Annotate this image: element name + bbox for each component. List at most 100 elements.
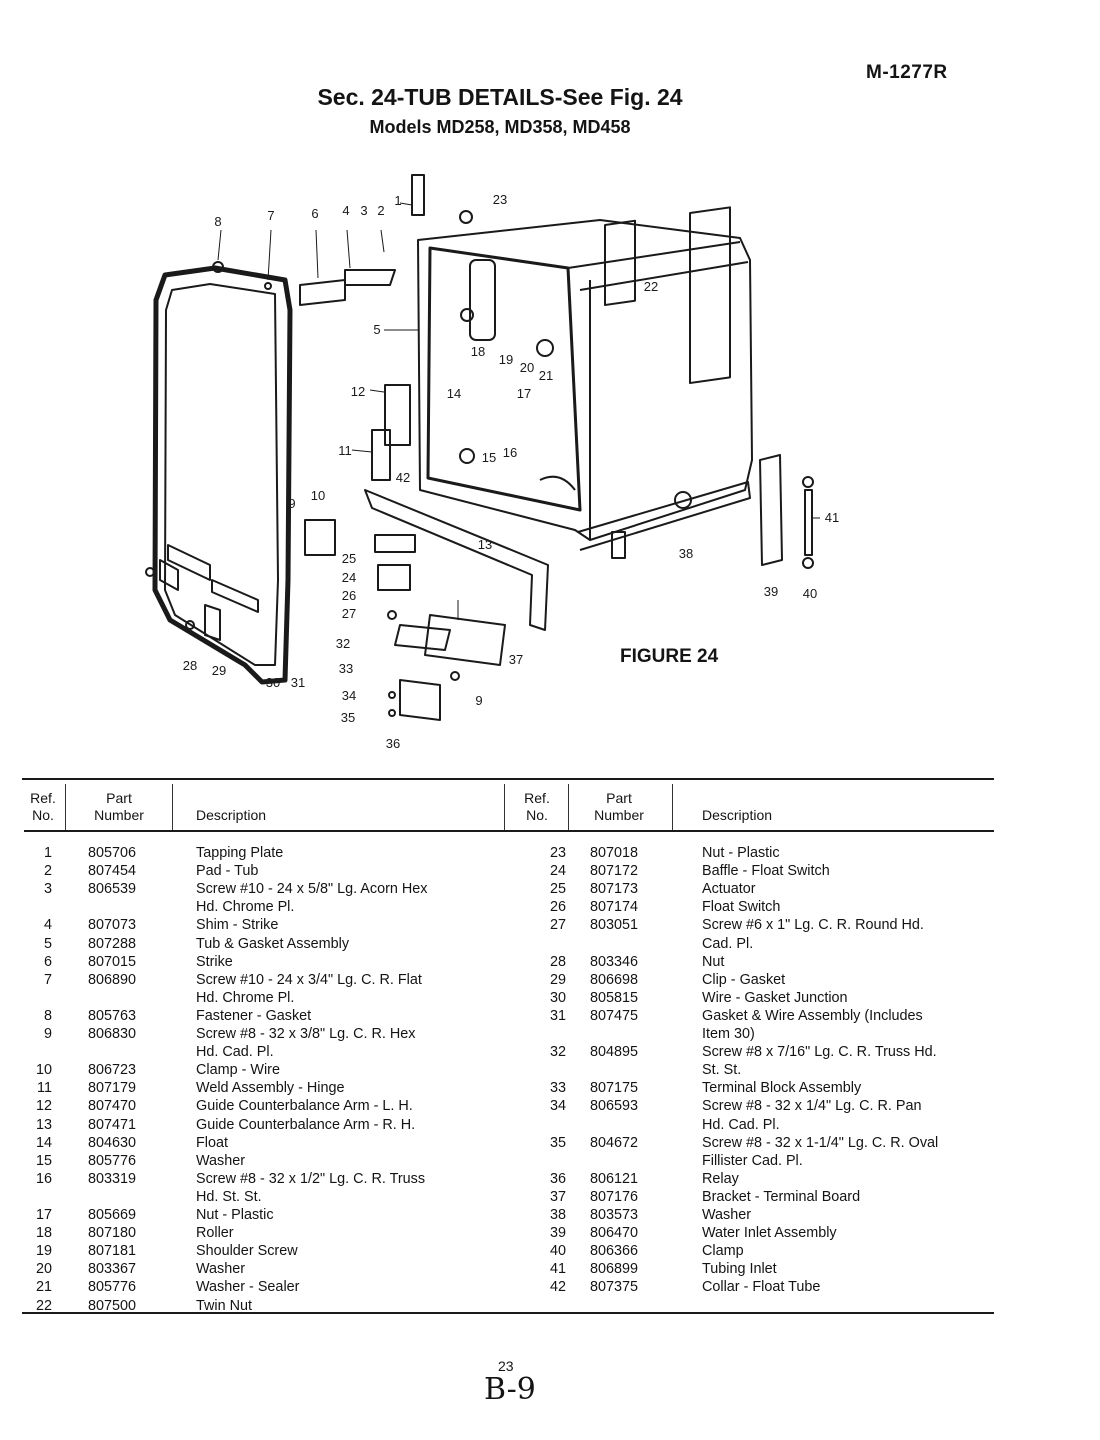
part-number: 803573 (590, 1207, 639, 1223)
ref-number: 42 (549, 1279, 566, 1296)
part-number: 807454 (88, 863, 137, 880)
col-divider (65, 784, 67, 830)
ref-number: 9 (43, 1026, 52, 1042)
ref-number: 23 (549, 845, 566, 861)
part-description: Clamp - Wire (196, 1062, 280, 1079)
page-subtitle: Models MD258, MD358, MD458 (369, 117, 631, 137)
svg-text:35: 35 (341, 710, 355, 725)
ref-number: 34 (549, 1098, 566, 1115)
part-number: 807180 (88, 1225, 137, 1242)
part-number: 807015 (88, 953, 137, 970)
part-number: 806366 (590, 1243, 639, 1260)
header-part-line1: Part (606, 790, 632, 806)
ref-number: 32 (549, 1044, 566, 1061)
part-number: 807181 (88, 1243, 137, 1260)
part-number: 804672 (590, 1134, 639, 1151)
col-divider (672, 784, 674, 830)
ref-number: 10 (35, 1062, 52, 1079)
col-divider (172, 784, 174, 830)
part-description: Terminal Block Assembly (702, 1080, 862, 1097)
part-description: Hd. St. St. (196, 1188, 262, 1205)
svg-text:38: 38 (679, 546, 693, 561)
svg-text:41: 41 (825, 510, 839, 525)
header-ref-line2: No. (526, 807, 548, 823)
ref-number: 27 (549, 917, 566, 934)
svg-text:1: 1 (394, 193, 401, 208)
part-description: Collar - Float Tube (702, 1279, 821, 1296)
svg-text:15: 15 (482, 450, 496, 465)
part-number: 806539 (88, 881, 137, 898)
part-number: 807176 (590, 1188, 639, 1205)
part-description: Fastener - Gasket (196, 1007, 312, 1024)
part-description: Screw #8 - 32 x 3/8" Lg. C. R. Hex (196, 1026, 416, 1042)
ref-number: 25 (549, 881, 566, 898)
ref-number: 11 (37, 1080, 52, 1097)
ref-number: 13 (35, 1116, 52, 1133)
page-number: 23 (498, 1358, 514, 1374)
svg-text:39: 39 (764, 584, 778, 599)
svg-text:9: 9 (475, 693, 482, 708)
part-description: Pad - Tub (196, 863, 259, 880)
ref-number: 33 (549, 1080, 566, 1097)
svg-text:11: 11 (338, 443, 352, 458)
part-description: Fillister Cad. Pl. (702, 1152, 803, 1169)
part-description: Wire - Gasket Junction (702, 989, 848, 1006)
part-number: 807172 (590, 863, 639, 880)
ref-number: 26 (549, 899, 566, 916)
part-description: Hd. Chrome Pl. (196, 989, 295, 1006)
header-part-line1: Part (106, 790, 132, 806)
part-number: 806593 (590, 1098, 639, 1115)
ref-number: 1 (43, 845, 52, 861)
table-top-rule (22, 778, 994, 780)
part-number: 806899 (590, 1261, 639, 1278)
svg-text:29: 29 (212, 663, 226, 678)
part-number: 805669 (88, 1207, 137, 1223)
svg-text:30: 30 (266, 675, 280, 690)
part-description: Washer (196, 1152, 246, 1169)
exploded-parts-diagram: 8 7 6 4 3 2 1 23 22 5 18 19 20 21 17 12 … (145, 174, 839, 751)
header-ref-line2: No. (32, 807, 54, 823)
table-header-rule (24, 830, 994, 832)
part-description: Washer - Sealer (196, 1279, 300, 1296)
ref-number: 35 (549, 1134, 566, 1151)
ref-number: 17 (35, 1207, 52, 1223)
part-description: Water Inlet Assembly (702, 1225, 837, 1242)
ref-number: 39 (549, 1225, 566, 1242)
svg-text:3: 3 (360, 203, 367, 218)
table-bottom-rule (22, 1312, 994, 1314)
part-number: 807073 (88, 917, 137, 934)
svg-text:27: 27 (342, 606, 356, 621)
svg-text:7: 7 (267, 208, 274, 223)
part-description: Clip - Gasket (702, 971, 786, 988)
ref-number: 8 (43, 1007, 52, 1024)
header-description: Description (196, 807, 267, 823)
svg-text:19: 19 (499, 352, 513, 367)
header-ref-line1: Ref. (30, 790, 56, 806)
part-number: 807470 (88, 1098, 137, 1115)
part-number: 806698 (590, 971, 639, 988)
ref-number: 12 (35, 1098, 52, 1115)
svg-text:2: 2 (377, 203, 384, 218)
part-description: Strike (196, 953, 233, 970)
svg-text:10: 10 (311, 488, 325, 503)
svg-text:42: 42 (396, 470, 410, 485)
part-number: 805815 (590, 989, 639, 1006)
ref-number: 38 (549, 1207, 566, 1223)
svg-text:28: 28 (183, 658, 197, 673)
svg-text:18: 18 (471, 344, 485, 359)
svg-text:21: 21 (539, 368, 553, 383)
header-part-number: Part Number (78, 790, 160, 824)
svg-text:31: 31 (291, 675, 305, 690)
header-part-number-right: Part Number (578, 790, 660, 824)
part-number: 805763 (88, 1007, 137, 1024)
part-description: Bracket - Terminal Board (702, 1188, 861, 1205)
ref-number: 18 (35, 1225, 52, 1242)
part-number: 805776 (88, 1152, 137, 1169)
part-description: Screw #6 x 1" Lg. C. R. Round Hd. (702, 917, 924, 934)
svg-text:14: 14 (447, 386, 461, 401)
part-description: Actuator (702, 881, 756, 898)
part-number: 807179 (88, 1080, 137, 1097)
svg-text:22: 22 (644, 279, 658, 294)
part-description: Tub & Gasket Assembly (196, 935, 350, 952)
part-description: Gasket & Wire Assembly (Includes (702, 1007, 923, 1024)
